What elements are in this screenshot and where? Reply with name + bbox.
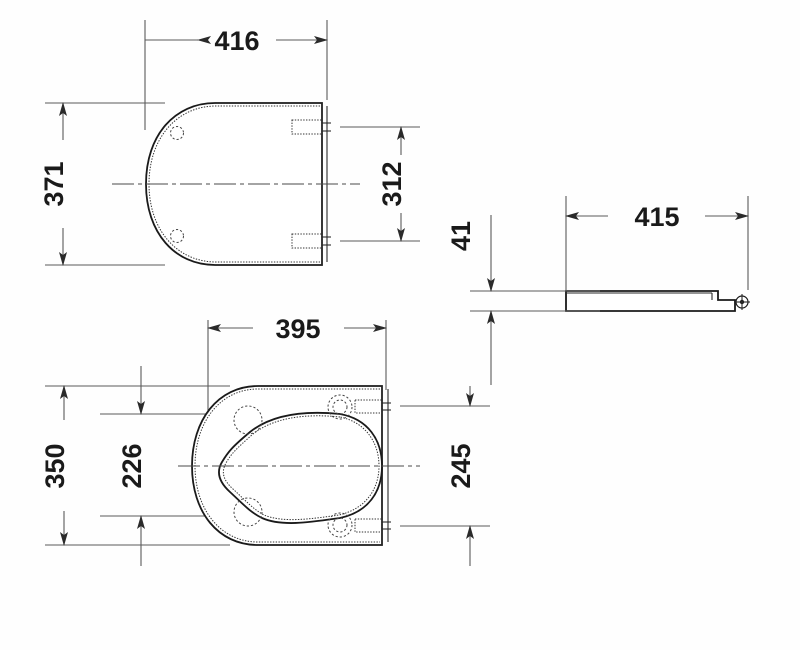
lid-hinge-slot-bottom xyxy=(291,233,331,249)
dimension-226-label: 226 xyxy=(117,443,147,488)
dimension-312-label: 312 xyxy=(377,161,407,206)
side-profile-outline xyxy=(565,290,736,312)
seat-buffer-pad-top-right xyxy=(327,394,353,420)
dimension-415: 415 xyxy=(565,196,749,290)
dimension-312: 312 xyxy=(340,126,420,242)
seat-buffer-pad-top-right-inner xyxy=(332,399,348,415)
seat-buffer-pad-bottom-right-inner xyxy=(332,517,348,533)
dimension-226: 226 xyxy=(117,366,147,566)
dimension-415-label: 415 xyxy=(634,202,679,232)
dimension-350-label: 350 xyxy=(40,443,70,488)
dimension-350: 350 xyxy=(40,385,70,546)
dimension-416: 416 xyxy=(145,26,328,56)
dimension-41-label: 41 xyxy=(446,221,476,251)
dimension-371: 371 xyxy=(39,102,69,266)
dimension-395: 395 xyxy=(207,314,387,344)
view-side-profile: 41 415 xyxy=(446,196,750,385)
view-bottom-seat: 395 350 226 245 xyxy=(40,314,490,566)
side-profile-hinge-pin xyxy=(734,294,750,310)
lid-buffer-pad-top xyxy=(170,126,184,140)
view-top-lid: 416 371 312 xyxy=(39,20,420,266)
dimension-416-label: 416 xyxy=(214,26,259,56)
seat-buffer-pad-bottom-left xyxy=(233,497,263,527)
dimension-371-label: 371 xyxy=(39,161,69,206)
seat-inner-opening-dotted xyxy=(222,415,380,521)
seat-hinge-slot-bottom xyxy=(354,518,391,533)
seat-buffer-pad-bottom-right xyxy=(327,512,353,538)
lid-buffer-pad-bottom xyxy=(170,229,184,243)
seat-buffer-pad-top-left xyxy=(233,405,263,435)
lid-hinge-slot-top xyxy=(291,119,331,135)
seat-inner-opening xyxy=(218,411,383,524)
dimension-245: 245 xyxy=(400,386,490,566)
dimension-395-label: 395 xyxy=(275,314,320,344)
dimension-245-label: 245 xyxy=(446,443,476,488)
seat-hinge-slot-top xyxy=(354,399,391,414)
dimension-41: 41 xyxy=(446,215,495,385)
